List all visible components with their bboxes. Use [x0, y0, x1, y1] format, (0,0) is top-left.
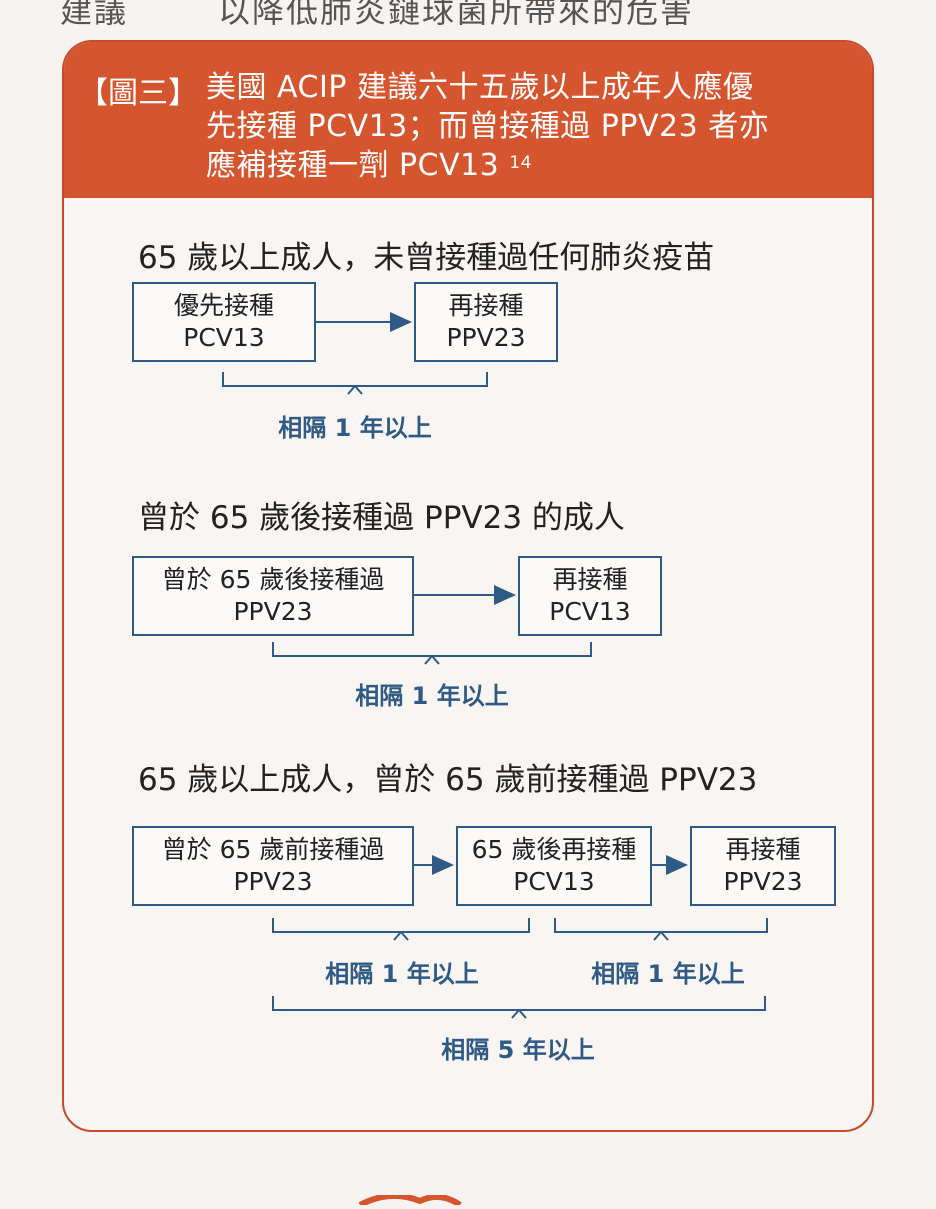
section-3-interval-1: 相隔 1 年以上 — [325, 960, 479, 988]
section-2-box-2: 再接種 PCV13 — [518, 556, 662, 636]
section-1-interval-1: 相隔 1 年以上 — [278, 414, 432, 442]
section-3-interval-3: 相隔 5 年以上 — [441, 1036, 595, 1064]
section-3-box-1-line-1: 曾於 65 歲前接種過 — [161, 835, 385, 864]
section-3-brace-1 — [272, 918, 530, 942]
figure-tag: 【圖三】 — [78, 76, 198, 111]
section-3-box-3: 再接種 PPV23 — [690, 826, 836, 906]
section-1-box-2: 再接種 PPV23 — [414, 282, 558, 362]
figure-reference: 14 — [509, 153, 532, 173]
section-2-arrow-1 — [414, 585, 516, 605]
section-1-title: 65 歲以上成人，未曾接種過任何肺炎疫苗 — [138, 240, 715, 276]
section-3-box-2: 65 歲後再接種 PCV13 — [456, 826, 652, 906]
section-3-box-2-line-1: 65 歲後再接種 — [471, 835, 637, 864]
figure-title-line-3-text: 應補接種一劑 PCV13 — [206, 148, 500, 183]
section-3-interval-2: 相隔 1 年以上 — [591, 960, 745, 988]
section-2-box-1: 曾於 65 歲後接種過 PPV23 — [132, 556, 414, 636]
section-1-box-1: 優先接種 PCV13 — [132, 282, 316, 362]
section-2-interval-1: 相隔 1 年以上 — [355, 682, 509, 710]
section-3-box-1-line-2: PPV23 — [233, 867, 313, 896]
figure-title-line-1: 美國 ACIP 建議六十五歲以上成年人應優 — [206, 70, 754, 105]
section-1-box-1-line-2: PCV13 — [183, 323, 265, 352]
section-2-box-2-line-1: 再接種 — [552, 565, 628, 594]
section-1-box-1-line-1: 優先接種 — [173, 291, 274, 320]
section-3-box-3-line-1: 再接種 — [725, 835, 801, 864]
section-3-box-2-line-2: PCV13 — [513, 867, 595, 896]
section-2-brace-1 — [272, 642, 592, 666]
section-3-box-3-line-2: PPV23 — [723, 867, 803, 896]
section-3-arrow-1 — [414, 855, 454, 875]
section-2-box-1-line-1: 曾於 65 歲後接種過 — [161, 565, 385, 594]
section-3-title: 65 歲以上成人，曾於 65 歲前接種過 PPV23 — [138, 762, 758, 798]
section-3-box-1: 曾於 65 歲前接種過 PPV23 — [132, 826, 414, 906]
section-1-box-2-line-1: 再接種 — [448, 291, 524, 320]
section-1-box-2-line-2: PPV23 — [446, 323, 526, 352]
top-text-left: 建議 — [60, 0, 129, 30]
figure-title-line-2: 先接種 PCV13；而曾接種過 PPV23 者亦 — [206, 109, 770, 144]
figure-header: 【圖三】 美國 ACIP 建議六十五歲以上成年人應優 先接種 PCV13；而曾接… — [64, 42, 872, 198]
section-3-brace-2 — [554, 918, 768, 942]
figure-panel: 【圖三】 美國 ACIP 建議六十五歲以上成年人應優 先接種 PCV13；而曾接… — [62, 40, 874, 1132]
section-3-arrow-2 — [652, 855, 688, 875]
page-top-text: 建議 以降低肺炎鏈球菌所帶來的危害 — [60, 0, 694, 32]
figure-title: 美國 ACIP 建議六十五歲以上成年人應優 先接種 PCV13；而曾接種過 PP… — [206, 68, 866, 185]
figure-title-line-3: 應補接種一劑 PCV13 14 — [206, 146, 866, 185]
section-1-arrow-1 — [316, 312, 412, 332]
section-2-box-2-line-2: PCV13 — [549, 597, 631, 626]
section-1-brace-1 — [222, 372, 488, 396]
section-2-box-1-line-2: PPV23 — [233, 597, 313, 626]
section-3-brace-3 — [272, 996, 766, 1020]
section-2-title: 曾於 65 歲後接種過 PPV23 的成人 — [138, 500, 625, 536]
top-text-right: 以降低肺炎鏈球菌所帶來的危害 — [218, 0, 695, 30]
